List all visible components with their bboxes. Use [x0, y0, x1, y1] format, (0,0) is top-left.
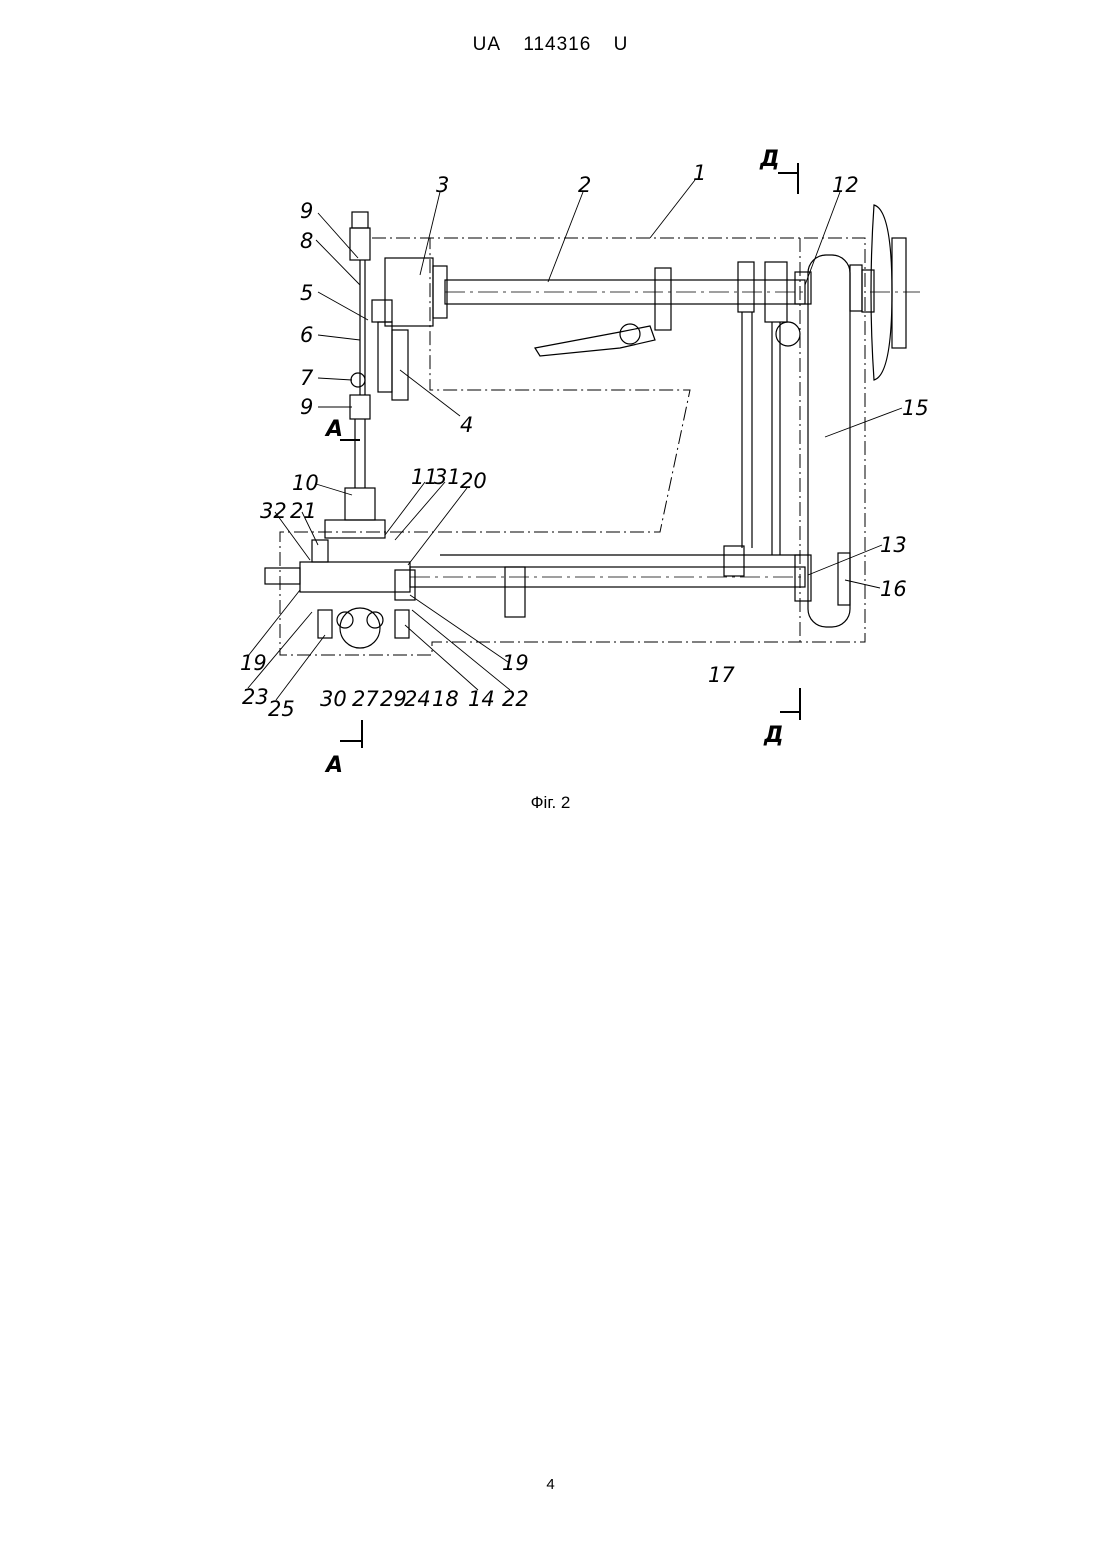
section-mark: А — [324, 753, 343, 778]
part-label: 9 — [300, 395, 313, 419]
part-label: 15 — [902, 396, 929, 420]
part-label: 23 — [242, 685, 269, 709]
part-label: 19 — [502, 651, 529, 675]
part-label: 32 — [260, 499, 287, 523]
figure-caption: Фіг. 2 — [0, 793, 1101, 813]
part-label: 5 — [300, 281, 313, 305]
part-label: 25 — [268, 697, 295, 721]
part-label: 19 — [240, 651, 267, 675]
part-label: 18 — [432, 687, 459, 711]
part-label: 4 — [460, 413, 473, 437]
part-label: 30 — [320, 687, 347, 711]
part-label: 16 — [880, 577, 907, 601]
page-number: 4 — [0, 1476, 1101, 1493]
part-label: 13 — [880, 533, 907, 557]
section-mark: Д — [763, 723, 784, 748]
part-label: 14 — [468, 687, 495, 711]
part-label: 10 — [292, 471, 319, 495]
part-label: 12 — [832, 173, 859, 197]
part-label: 7 — [300, 366, 314, 390]
section-mark: Д — [759, 147, 780, 172]
part-label: 9 — [300, 199, 313, 223]
part-label: 2 — [578, 173, 591, 197]
part-label: 6 — [300, 323, 313, 347]
part-label: 17 — [708, 663, 735, 687]
part-label: 22 — [502, 687, 529, 711]
part-label: 20 — [460, 469, 487, 493]
part-label: 1 — [693, 161, 706, 185]
part-label: 24 — [404, 687, 431, 711]
part-label: 31 — [434, 465, 461, 489]
part-label: 29 — [380, 687, 407, 711]
part-label: 3 — [436, 173, 449, 197]
section-mark: А — [324, 417, 343, 442]
technical-drawing: Д Д А А 1 2 3 4 5 6 7 8 9 9 — [0, 0, 1101, 790]
part-label: 21 — [290, 499, 317, 523]
part-label: 8 — [300, 229, 313, 253]
part-label: 27 — [352, 687, 379, 711]
